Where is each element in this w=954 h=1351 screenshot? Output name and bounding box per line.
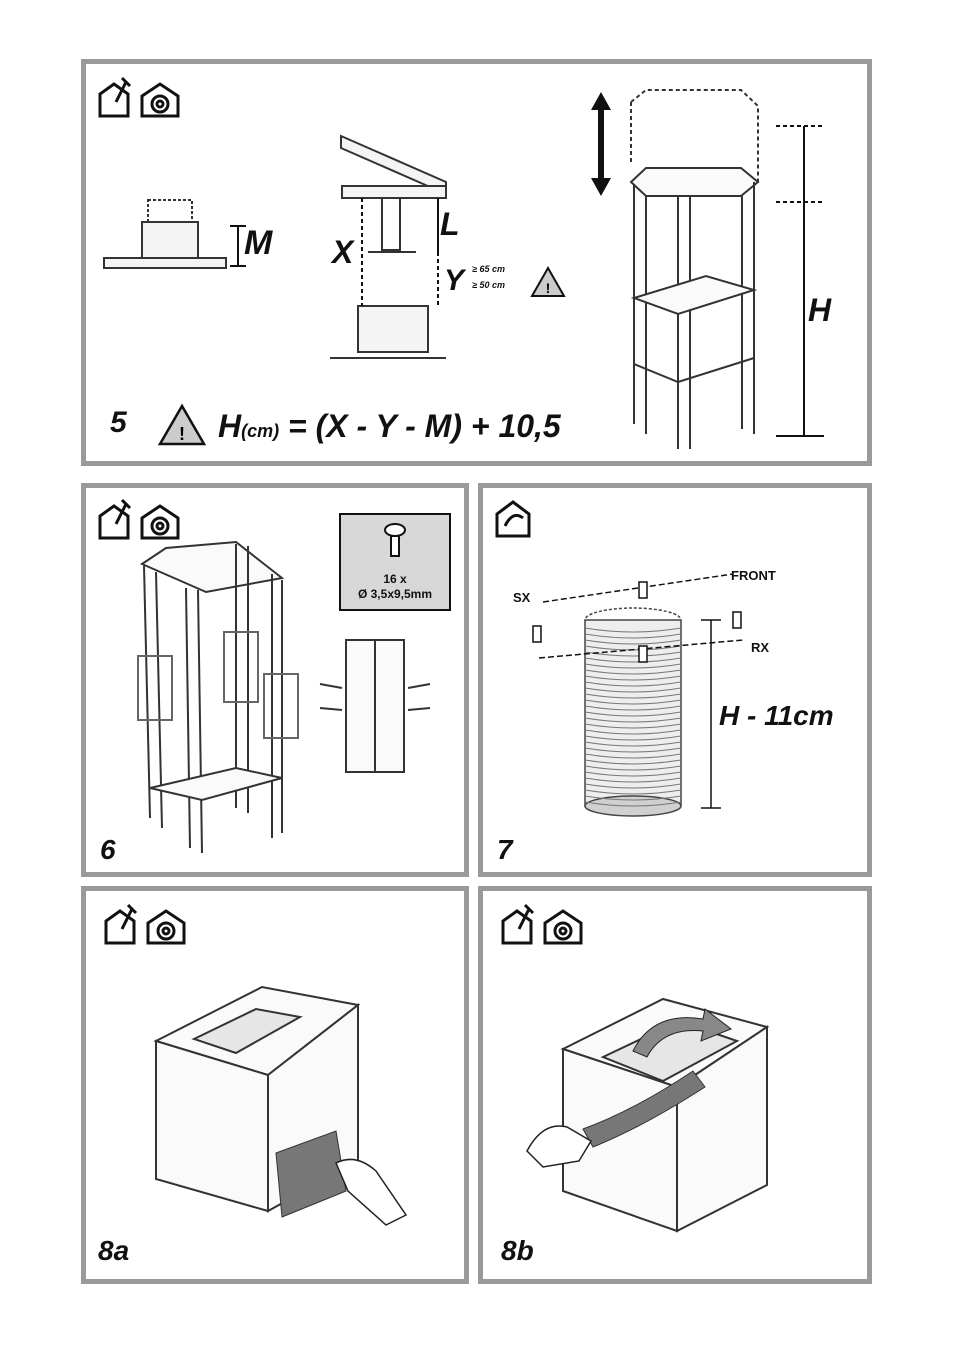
duct-rib xyxy=(584,699,682,705)
duct-rib xyxy=(584,729,682,735)
duct-rib xyxy=(584,783,682,789)
m-dimension-line xyxy=(230,225,246,267)
duct-rib xyxy=(584,765,682,771)
duct-rib xyxy=(584,681,682,687)
label-h: H xyxy=(808,292,832,328)
length-dimension-line xyxy=(701,619,721,809)
rotate-arrow-icon xyxy=(632,1008,733,1058)
duct-rib xyxy=(584,789,682,795)
warning-icon: ! xyxy=(530,265,566,297)
recirculation-mode-icon xyxy=(543,909,583,945)
formula-h: H xyxy=(218,408,242,444)
formula-unit: (cm) xyxy=(241,421,280,441)
figure-5-panel: ! ! M xyxy=(81,59,872,466)
y-min-electric: ≥ 65 cm xyxy=(472,264,505,274)
motor-box-drawing xyxy=(560,997,770,1233)
svg-text:!: ! xyxy=(546,280,551,296)
figure-number: 8b xyxy=(501,1235,534,1266)
height-adjust-arrow xyxy=(591,92,611,196)
figure-8a-panel: 8a xyxy=(81,886,469,1284)
recirculation-outlet-icon xyxy=(495,500,531,538)
filter-strap xyxy=(582,1070,706,1148)
figure-7-panel: FRONT SX RX H - 11cm 7 xyxy=(478,483,872,877)
label-l: L xyxy=(440,206,460,242)
duct-rib xyxy=(584,627,682,633)
figure-5-drawing: ! ! xyxy=(98,76,824,449)
duct-rib xyxy=(584,705,682,711)
figure-6-panel: 16 x Ø 3,5x9,5mm 6 xyxy=(81,483,469,877)
ceiling-and-hob-diagram xyxy=(330,134,447,359)
duct-rib xyxy=(584,753,682,759)
duct-rib xyxy=(584,633,682,639)
formula-expression: = (X - Y - M) + 10,5 xyxy=(288,408,561,444)
duct-rib xyxy=(584,759,682,765)
x-y-l-dimension-lines xyxy=(361,198,439,306)
duct-rib xyxy=(584,657,682,663)
figure-8b-drawing xyxy=(501,903,770,1233)
screw-quantity: 16 x xyxy=(383,572,407,586)
figure-7-drawing xyxy=(495,500,744,817)
duct-ribs xyxy=(584,627,682,807)
screw-icon xyxy=(384,523,406,557)
duct-rib xyxy=(584,675,682,681)
y-min-gas: ≥ 50 cm xyxy=(472,280,505,290)
figure-6-drawing xyxy=(98,498,451,854)
formula-warning-icon: ! xyxy=(157,403,207,446)
hand-drawing xyxy=(526,1125,593,1168)
screw-icons xyxy=(532,581,742,663)
duct-length-label: H - 11cm xyxy=(719,700,834,731)
extraction-mode-icon xyxy=(501,903,535,945)
figure-8b-panel: 8b xyxy=(478,886,872,1284)
duct-rib xyxy=(584,771,682,777)
recirculation-mode-icon xyxy=(140,504,180,540)
duct-rib xyxy=(584,693,682,699)
extraction-mode-icon xyxy=(98,76,132,118)
sx-label: SX xyxy=(513,590,531,605)
recirculation-mode-icon xyxy=(146,909,186,945)
h-dimension-line xyxy=(776,125,824,437)
height-formula: H(cm) = (X - Y - M) + 10,5 xyxy=(218,408,561,445)
duct-drawing xyxy=(584,607,682,817)
duct-rib xyxy=(584,735,682,741)
label-y: Y xyxy=(444,264,465,297)
telescopic-frame-drawing xyxy=(629,89,760,449)
duct-rib xyxy=(584,777,682,783)
frame-assembly-drawing xyxy=(137,540,299,854)
duct-rib xyxy=(584,741,682,747)
hand-drawing xyxy=(335,1158,408,1226)
duct-rib xyxy=(584,795,682,801)
figure-number: 8a xyxy=(98,1235,130,1266)
duct-rib xyxy=(584,669,682,675)
hood-side-view xyxy=(103,199,227,269)
duct-rib xyxy=(584,717,682,723)
duct-rib xyxy=(584,747,682,753)
figure-number: 6 xyxy=(100,834,116,865)
label-m: M xyxy=(244,224,273,262)
figure-8a-drawing xyxy=(104,903,408,1226)
front-label: FRONT xyxy=(731,568,776,583)
recirculation-mode-icon xyxy=(140,82,180,118)
bracket-detail-drawing xyxy=(319,639,431,773)
extraction-mode-icon xyxy=(98,498,132,540)
extraction-mode-icon xyxy=(104,903,138,945)
rx-label: RX xyxy=(751,640,770,655)
duct-rib xyxy=(584,711,682,717)
duct-rib xyxy=(584,663,682,669)
duct-rib xyxy=(584,639,682,645)
duct-rib xyxy=(584,723,682,729)
label-x: X xyxy=(332,234,354,270)
duct-rib xyxy=(584,801,682,807)
figure-number: 7 xyxy=(497,834,513,865)
filter-strap xyxy=(275,1130,347,1218)
screw-size: Ø 3,5x9,5mm xyxy=(357,587,433,601)
figure-number: 5 xyxy=(110,406,127,439)
svg-text:!: ! xyxy=(179,424,185,444)
duct-rib xyxy=(584,687,682,693)
